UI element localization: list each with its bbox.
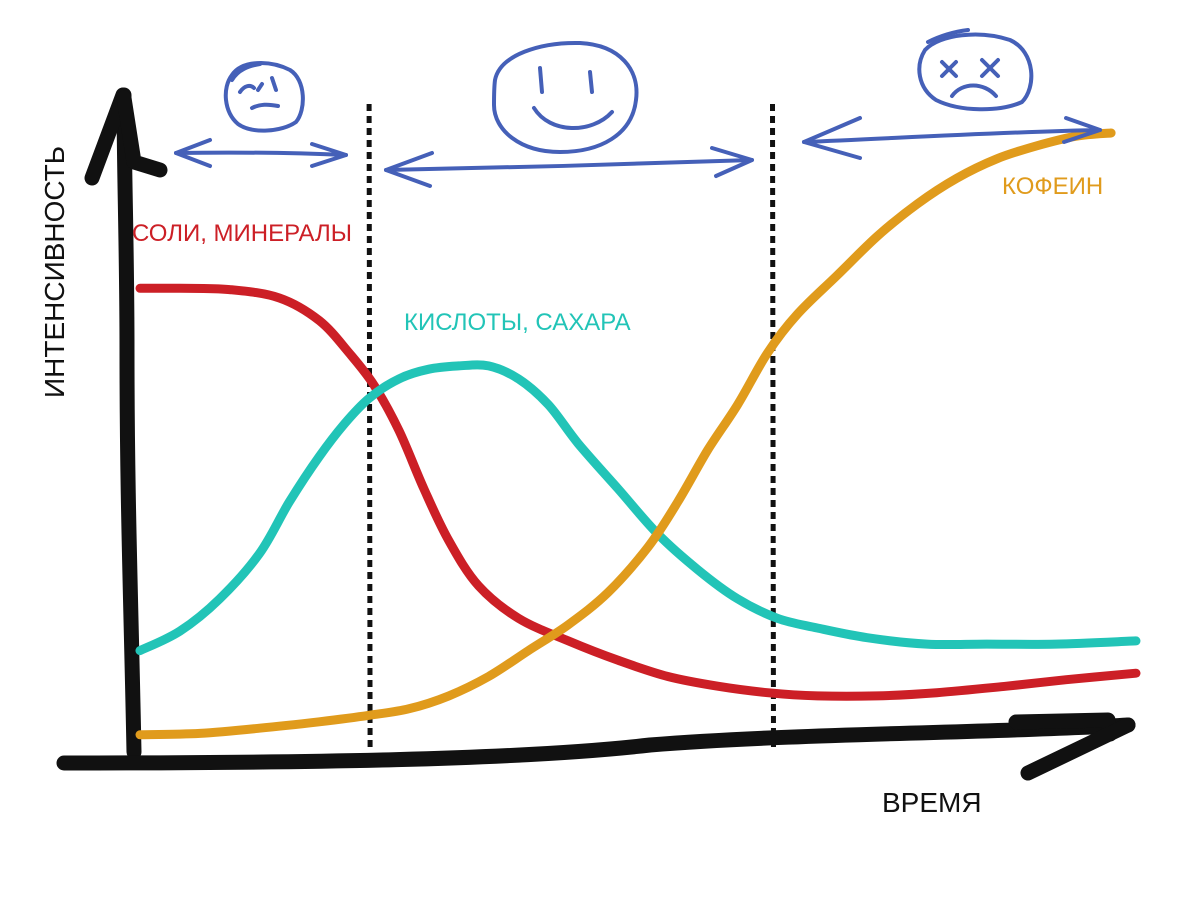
y-axis-arrow-right bbox=[116, 90, 168, 178]
x-axis-arrow-lower bbox=[1020, 717, 1136, 781]
y-axis bbox=[116, 87, 142, 760]
phase-1-arrow bbox=[174, 138, 348, 168]
phase-3-arrow bbox=[802, 116, 1102, 160]
series-label-caffeine: КОФЕИН bbox=[1002, 173, 1103, 200]
x-axis-label: ВРЕМЯ bbox=[882, 787, 982, 818]
phase-2-arrow bbox=[384, 146, 754, 188]
phase-dividers bbox=[366, 103, 776, 751]
phase-divider-2 bbox=[770, 103, 776, 751]
series-label-salts: СОЛИ, МИНЕРАЛЫ bbox=[132, 220, 352, 247]
x-axis bbox=[56, 717, 1136, 771]
series-lines bbox=[135, 128, 1141, 740]
series-label-acids: КИСЛОТЫ, САХАРА bbox=[404, 309, 631, 336]
y-axis-arrow-left bbox=[84, 87, 131, 186]
series-line-1 bbox=[135, 283, 1141, 701]
series-line-3 bbox=[135, 128, 1116, 740]
sad-face-icon bbox=[223, 61, 305, 133]
series-line-2 bbox=[135, 360, 1141, 656]
phase-divider-1 bbox=[366, 103, 373, 751]
y-axis-label: ИНТЕНСИВНОСТЬ bbox=[39, 146, 70, 398]
axes bbox=[56, 87, 1136, 781]
happy-face-icon bbox=[492, 40, 639, 154]
dead-face-icon bbox=[917, 28, 1034, 112]
phase-arrows bbox=[174, 116, 1102, 188]
